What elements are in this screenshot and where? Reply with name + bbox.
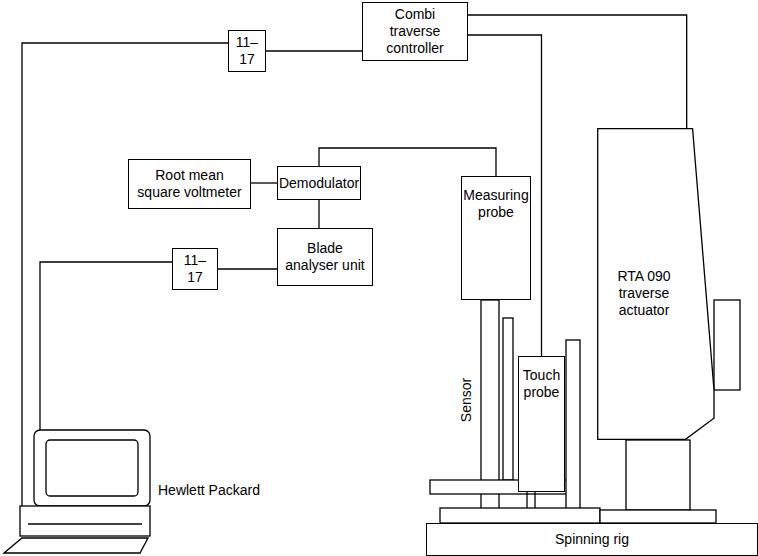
component-box: Measuring probe — [461, 176, 531, 300]
box-label: Demodulator — [279, 175, 359, 192]
component-box: Blade analyser unit — [277, 228, 373, 286]
mount-bar — [503, 318, 513, 480]
connector-line — [468, 15, 687, 128]
connector-line — [218, 268, 277, 269]
wire — [40, 262, 172, 430]
wire — [22, 43, 228, 506]
box-label: Spinning rig — [555, 531, 629, 548]
computer-base — [20, 506, 150, 536]
base-plate — [440, 508, 600, 523]
box-label: Combi traverse controller — [368, 6, 462, 56]
component-box: 11–17 — [228, 30, 266, 72]
box-label: 11–17 — [178, 252, 212, 286]
box-label: Touch probe — [523, 367, 560, 401]
component-box: Touch probe — [518, 356, 565, 492]
connector-line — [266, 50, 362, 51]
component-box: Demodulator — [277, 166, 361, 200]
actuator-base — [600, 510, 716, 523]
box-label: Blade analyser unit — [283, 240, 367, 274]
box-label: Root mean square voltmeter — [134, 167, 245, 201]
connector-line — [318, 200, 319, 228]
component-box: 11–17 — [172, 248, 218, 290]
box-label: 11–17 — [234, 34, 260, 68]
component-box: RTA 090 traverse actuator — [597, 128, 715, 440]
computer-label: Hewlett Packard — [158, 482, 260, 498]
component-box: Spinning rig — [426, 523, 758, 556]
connector-line — [251, 182, 277, 183]
actuator-side-box — [714, 300, 740, 390]
actuator-pedestal — [626, 440, 690, 510]
computer-monitor — [34, 430, 150, 506]
sensor-label: Sensor — [458, 378, 474, 422]
mount-column — [566, 340, 580, 523]
computer-screen — [46, 440, 138, 496]
box-label: RTA 090 traverse actuator — [603, 268, 685, 318]
component-box: Combi traverse controller — [362, 2, 468, 61]
computer-keyboard — [4, 538, 148, 553]
component-box: Root mean square voltmeter — [128, 159, 251, 209]
box-label: Measuring probe — [463, 187, 528, 221]
